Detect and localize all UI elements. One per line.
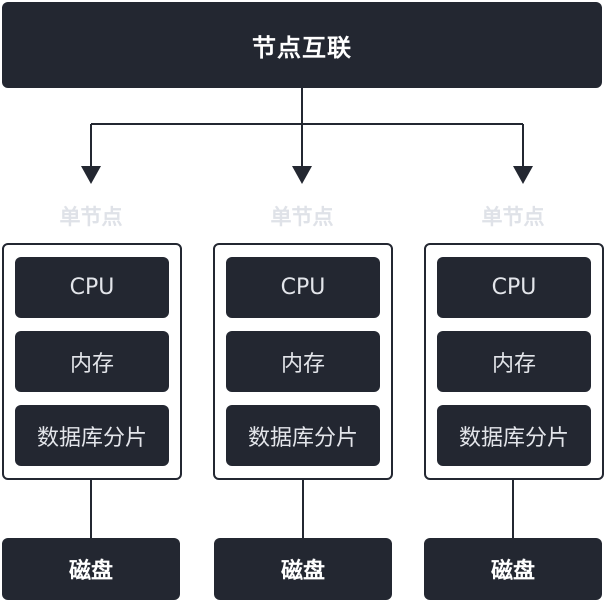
db-shard-box-3: 数据库分片 (437, 405, 591, 466)
memory-box-3: 内存 (437, 331, 591, 392)
disk-box-1: 磁盘 (2, 538, 180, 600)
interconnect-title: 节点互联 (252, 33, 352, 62)
node-label-3: 单节点 (481, 205, 545, 229)
arrow-head-3 (513, 166, 533, 184)
node-label-1: 单节点 (59, 205, 123, 229)
memory-box-2: 内存 (226, 331, 380, 392)
disk-label-2: 磁盘 (280, 559, 325, 584)
node-box-3: CPU 内存 数据库分片 (424, 243, 604, 480)
disk-label-1: 磁盘 (68, 559, 113, 584)
disk-label-3: 磁盘 (490, 559, 535, 584)
cpu-box-3: CPU (437, 257, 591, 318)
cpu-box-1: CPU (15, 257, 169, 318)
arrow-head-1 (81, 166, 101, 184)
disk-box-3: 磁盘 (424, 538, 602, 600)
node-box-1: CPU 内存 数据库分片 (2, 243, 182, 480)
disk-box-2: 磁盘 (214, 538, 392, 600)
db-shard-box-2: 数据库分片 (226, 405, 380, 466)
arrow-head-2 (292, 166, 312, 184)
db-shard-box-1: 数据库分片 (15, 405, 169, 466)
node-label-2: 单节点 (270, 205, 334, 229)
node-box-2: CPU 内存 数据库分片 (213, 243, 393, 480)
memory-box-1: 内存 (15, 331, 169, 392)
interconnect-box: 节点互联 (2, 2, 602, 88)
cpu-box-2: CPU (226, 257, 380, 318)
